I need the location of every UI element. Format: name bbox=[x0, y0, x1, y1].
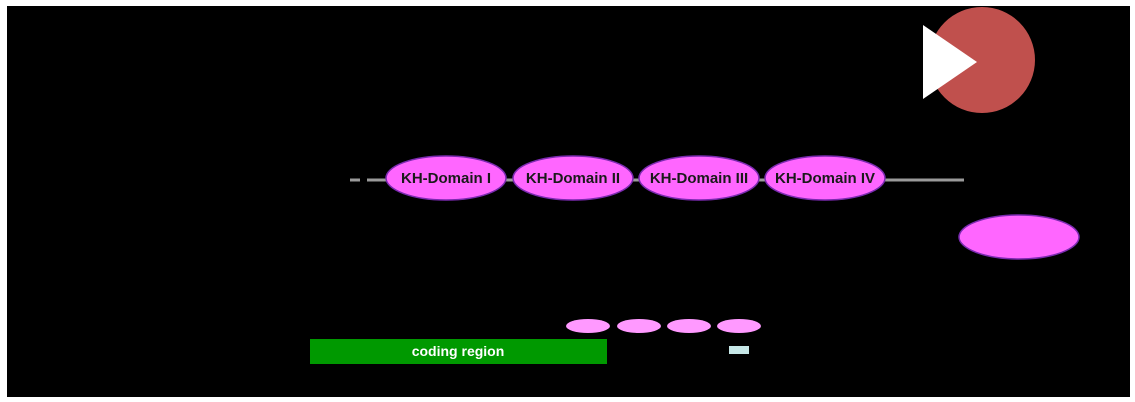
coding-region: coding region bbox=[310, 339, 607, 364]
protein-diagram: KH-Domain I KH-Domain II KH-Domain III K… bbox=[310, 7, 1080, 364]
kh-domain-1-label: KH-Domain I bbox=[401, 170, 491, 187]
small-ellipse-2 bbox=[617, 319, 661, 333]
kh-domain-4: KH-Domain IV bbox=[764, 155, 886, 201]
small-ellipse-4 bbox=[717, 319, 761, 333]
small-ellipse-1 bbox=[566, 319, 610, 333]
small-ellipse-3 bbox=[667, 319, 711, 333]
play-button-circle bbox=[929, 7, 1035, 113]
play-icon bbox=[923, 25, 977, 99]
kh-domain-3-label: KH-Domain III bbox=[650, 170, 748, 187]
kh-domain-2-label: KH-Domain II bbox=[526, 170, 620, 187]
kh-domain-3: KH-Domain III bbox=[638, 155, 760, 201]
small-marker-bar bbox=[729, 346, 749, 354]
coding-region-label: coding region bbox=[412, 343, 505, 359]
kh-domain-2: KH-Domain II bbox=[512, 155, 634, 201]
kh-domain-4-label: KH-Domain IV bbox=[775, 170, 875, 187]
diagram-canvas: KH-Domain I KH-Domain II KH-Domain III K… bbox=[7, 6, 1130, 397]
large-protein-ellipse bbox=[958, 214, 1080, 260]
kh-domain-1: KH-Domain I bbox=[385, 155, 507, 201]
play-button[interactable] bbox=[923, 7, 1035, 113]
